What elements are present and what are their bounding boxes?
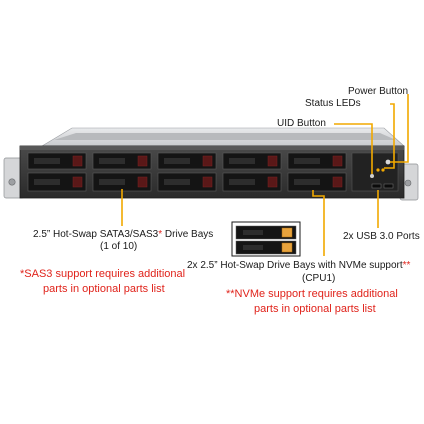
- drive-bays-count: (1 of 10): [100, 241, 138, 252]
- leader-lines: [121, 94, 409, 256]
- status-led: [376, 168, 380, 172]
- drive-bay: [157, 152, 217, 170]
- nvme-bays-label: 2x 2.5” Hot-Swap Drive Bays with NVMe su…: [187, 260, 410, 272]
- status-leds-label: Status LEDs: [305, 98, 361, 109]
- nvme-note-line1: **NVMe support requires additional: [226, 288, 398, 300]
- drive-bays-text: 2.5” Hot-Swap SATA3/SAS3: [33, 229, 159, 240]
- drive-bay: [92, 152, 152, 170]
- uid-button-label: UID Button: [277, 118, 326, 129]
- nvme-bays-cpu: (CPU1): [302, 273, 336, 284]
- drive-bay: [27, 172, 87, 192]
- nvme-asterisks: **: [402, 260, 411, 271]
- ear-screw-left: [8, 178, 16, 186]
- drive-bay: [222, 172, 282, 192]
- chassis-vent: [54, 133, 396, 140]
- usb-port: [383, 183, 394, 189]
- sas-note-line2: parts in optional parts list: [43, 283, 165, 295]
- nvme-note-line2: parts in optional parts list: [254, 303, 376, 315]
- drive-bay: [27, 152, 87, 170]
- drive-bay: [287, 172, 347, 192]
- drive-bay: [287, 152, 347, 170]
- nvme-inset: [231, 221, 301, 257]
- sas-note-line1: *SAS3 support requires additional: [20, 268, 186, 280]
- drive-bay: [222, 152, 282, 170]
- power-button-label: Power Button: [348, 86, 409, 97]
- drive-bays-text-suffix: Drive Bays: [162, 229, 214, 240]
- leader-status-leds: [384, 103, 395, 169]
- power-button-led: [385, 159, 391, 165]
- leader-nvme-bays: [312, 190, 325, 256]
- ear-screw-right: [404, 179, 412, 187]
- leader-uid-button: [334, 123, 373, 174]
- leader-power-button: [390, 94, 409, 163]
- sas-asterisk: *: [158, 229, 163, 240]
- drive-bays: [27, 152, 347, 192]
- usb-port: [371, 183, 382, 189]
- drive-bays-label: 2.5” Hot-Swap SATA3/SAS3* Drive Bays: [33, 229, 213, 241]
- drive-bay: [92, 172, 152, 192]
- status-led: [381, 168, 385, 172]
- usb-ports-label: 2x USB 3.0 Ports: [343, 231, 420, 242]
- nvme-bays-text: 2x 2.5” Hot-Swap Drive Bays with NVMe su…: [187, 260, 403, 271]
- drive-bay: [157, 172, 217, 192]
- uid-button-led: [370, 174, 374, 178]
